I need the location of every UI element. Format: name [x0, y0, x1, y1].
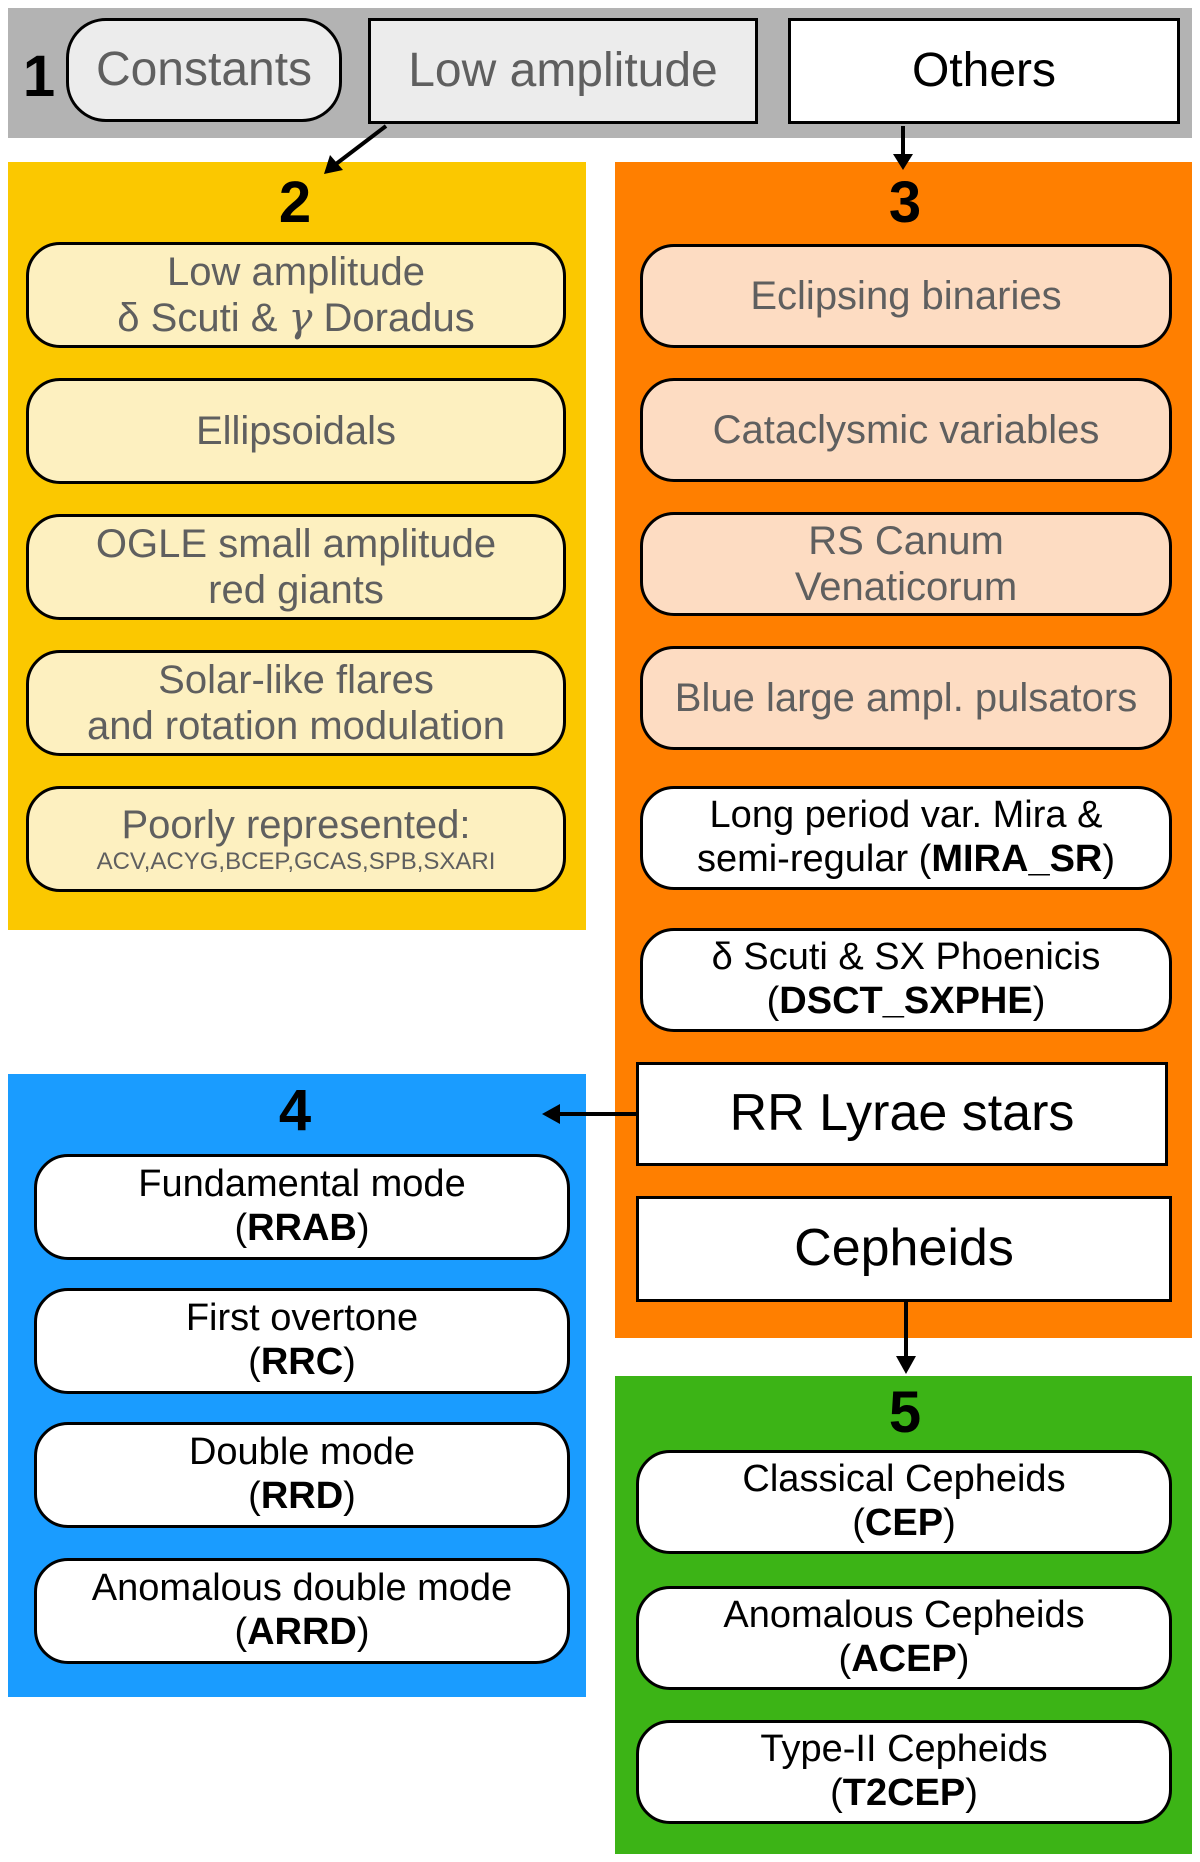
group3-item5-line1: Long period var. Mira &	[709, 794, 1103, 837]
group3-item3-line1: RS Canum	[808, 519, 1004, 563]
group5-item3-line1: Type-II Cepheids	[760, 1728, 1048, 1771]
cepheids-label: Cepheids	[794, 1219, 1014, 1278]
low-amplitude-label: Low amplitude	[408, 44, 718, 98]
group2-item4-line2: and rotation modulation	[86, 704, 506, 748]
rrc-box: First overtone (RRC)	[34, 1288, 570, 1394]
group1-number: 1	[22, 44, 56, 109]
rr-lyrae-box: RR Lyrae stars	[636, 1062, 1168, 1166]
others-box: Others	[788, 18, 1180, 124]
t2cep-box: Type-II Cepheids (T2CEP)	[636, 1720, 1172, 1824]
group3-item2-line1: Cataclysmic variables	[712, 408, 1100, 452]
group2-item1-line2: δ Scuti & γ Doradus	[117, 295, 475, 341]
group4-item3-line1: Double mode	[188, 1431, 416, 1474]
cataclysmic-variables-box: Cataclysmic variables	[640, 378, 1172, 482]
group3-item4-line1: Blue large ampl. pulsators	[674, 676, 1138, 720]
group5-item1-line1: Classical Cepheids	[742, 1458, 1066, 1501]
group4-number: 4	[278, 1078, 312, 1143]
group4-item3-code: (RRD)	[248, 1475, 356, 1517]
arrd-box: Anomalous double mode (ARRD)	[34, 1558, 570, 1664]
low-amplitude-delta-scuti-box: Low amplitude δ Scuti & γ Doradus	[26, 242, 566, 348]
arrow-low-amplitude-to-group2	[324, 124, 388, 174]
group2-item4-line1: Solar-like flares	[158, 658, 434, 702]
group5-item1-code: (CEP)	[852, 1502, 956, 1544]
acep-box: Anomalous Cepheids (ACEP)	[636, 1586, 1172, 1690]
rs-canum-venaticorum-box: RS Canum Venaticorum	[640, 512, 1172, 616]
eclipsing-binaries-box: Eclipsing binaries	[640, 244, 1172, 348]
cepheids-box: Cepheids	[636, 1196, 1172, 1302]
group2-item5-line2: ACV,ACYG,BCEP,GCAS,SPB,SXARI	[96, 848, 496, 876]
constants-label: Constants	[95, 43, 313, 97]
group4-item2-line1: First overtone	[185, 1297, 419, 1340]
ellipsoidals-box: Ellipsoidals	[26, 378, 566, 484]
mira-sr-box: Long period var. Mira & semi-regular (MI…	[640, 786, 1172, 890]
group4-item2-code: (RRC)	[248, 1341, 356, 1383]
rrd-box: Double mode (RRD)	[34, 1422, 570, 1528]
group2-number: 2	[278, 170, 312, 235]
blue-large-ampl-pulsators-box: Blue large ampl. pulsators	[640, 646, 1172, 750]
group2-item1-line1: Low amplitude	[167, 250, 425, 294]
group4-item1-code: (RRAB)	[234, 1207, 370, 1249]
arrow-cepheids-to-group5	[896, 1302, 916, 1374]
group2-item2-line1: Ellipsoidals	[195, 409, 397, 453]
poorly-represented-box: Poorly represented: ACV,ACYG,BCEP,GCAS,S…	[26, 786, 566, 892]
group3-number: 3	[888, 170, 922, 235]
cep-box: Classical Cepheids (CEP)	[636, 1450, 1172, 1554]
group2-item5-line1: Poorly represented:	[121, 803, 471, 848]
solar-like-flares-box: Solar-like flares and rotation modulatio…	[26, 650, 566, 756]
arrow-others-to-group3	[893, 126, 913, 170]
group5-item2-code: (ACEP)	[838, 1638, 970, 1680]
ogle-red-giants-box: OGLE small amplitude red giants	[26, 514, 566, 620]
group2-item3-line1: OGLE small amplitude	[95, 522, 497, 566]
group3-item3-line2: Venaticorum	[794, 565, 1018, 609]
group4-item1-line1: Fundamental mode	[138, 1163, 466, 1206]
group2-item3-line2: red giants	[208, 568, 384, 612]
group3-item6-line2: (DSCT_SXPHE)	[766, 980, 1046, 1022]
group5-item2-line1: Anomalous Cepheids	[723, 1594, 1085, 1637]
group4-item4-code: (ARRD)	[234, 1611, 370, 1653]
low-amplitude-box: Low amplitude	[368, 18, 758, 124]
group5-number: 5	[888, 1380, 922, 1445]
rrab-box: Fundamental mode (RRAB)	[34, 1154, 570, 1260]
constants-box: Constants	[66, 18, 342, 122]
arrow-rr-lyrae-to-group4	[542, 1104, 636, 1124]
group3-item1-line1: Eclipsing binaries	[750, 274, 1062, 318]
dsct-sxphe-box: δ Scuti & SX Phoenicis (DSCT_SXPHE)	[640, 928, 1172, 1032]
rr-lyrae-label: RR Lyrae stars	[729, 1084, 1075, 1143]
group3-item5-line2: semi-regular (MIRA_SR)	[696, 838, 1116, 880]
group4-item4-line1: Anomalous double mode	[91, 1567, 513, 1610]
others-label: Others	[911, 44, 1057, 98]
group5-item3-code: (T2CEP)	[830, 1772, 978, 1814]
group3-item6-line1: δ Scuti & SX Phoenicis	[711, 936, 1101, 979]
